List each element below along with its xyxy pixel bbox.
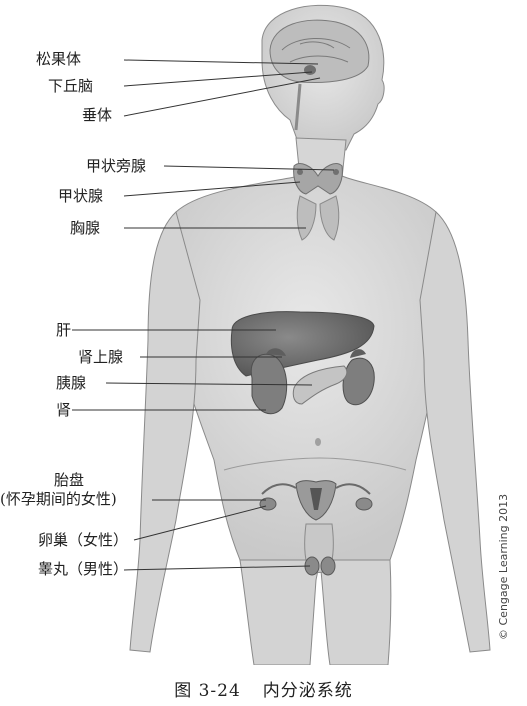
human-body-illustration — [72, 4, 491, 665]
label-pituitary: 垂体 — [82, 106, 113, 124]
label-placenta: 胎盘 — [54, 471, 85, 489]
endocrine-figure: 松果体 下丘脑 垂体 甲状旁腺 甲状腺 胸腺 肝 肾上腺 胰腺 肾 胎盘 (怀孕… — [0, 4, 510, 665]
uterus-ovaries — [259, 480, 373, 521]
pineal-leader — [123, 59, 319, 65]
figure-caption: 图 3-24 内分泌系统 — [0, 676, 527, 701]
caption-title: 内分泌系统 — [262, 681, 353, 701]
thyroid-leader — [123, 181, 301, 197]
label-kidney: 肾 — [56, 401, 72, 419]
caption-number: 图 3-24 — [174, 681, 241, 701]
pituitary-leader — [123, 77, 321, 117]
kidneys — [250, 353, 375, 415]
thymus-gland — [296, 195, 340, 241]
label-testis: 睾丸（男性） — [38, 560, 129, 578]
testis-leader — [123, 565, 311, 571]
label-pineal: 松果体 — [36, 50, 82, 68]
body-silhouette — [129, 4, 491, 665]
label-ovary: 卵巢（女性） — [38, 531, 129, 549]
label-hypothalamus: 下丘脑 — [48, 77, 94, 95]
adrenal-glands — [266, 348, 366, 358]
label-liver: 肝 — [56, 321, 72, 339]
label-parathyroid: 甲状旁腺 — [86, 157, 147, 175]
label-pancreas: 胰腺 — [56, 374, 87, 392]
label-thymus: 胸腺 — [70, 219, 101, 237]
testes — [304, 523, 336, 576]
ovary-leader — [133, 505, 267, 541]
label-thyroid: 甲状腺 — [58, 187, 104, 205]
parathyroid-leader — [163, 165, 335, 171]
brain — [269, 19, 370, 131]
copyright-notice: © Cengage Learning 2013 — [497, 493, 510, 640]
label-placenta-note: (怀孕期间的女性) — [0, 490, 117, 508]
leader-lines — [72, 59, 335, 571]
pancreas-leader — [105, 382, 313, 386]
pancreas — [292, 365, 348, 405]
hypothalamus-leader — [123, 71, 313, 87]
label-adrenal: 肾上腺 — [78, 348, 124, 366]
